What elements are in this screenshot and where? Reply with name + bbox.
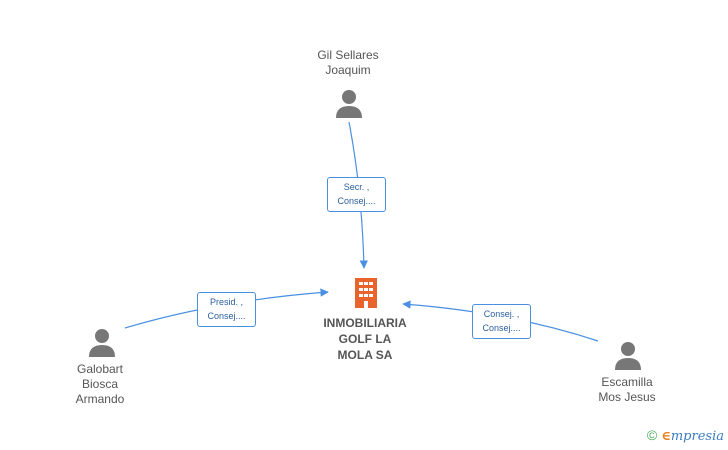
person-name-line: Armando [75, 392, 125, 406]
person-name-gil[interactable]: Gil Sellares Joaquim [288, 48, 408, 78]
role-line: Presid. , [209, 297, 243, 307]
person-name-galobart[interactable]: Galobart Biosca Armando [40, 362, 160, 407]
person-name-escamilla[interactable]: Escamilla Mos Jesus [567, 375, 687, 405]
person-name-line: Galobart [76, 362, 124, 376]
company-name-line-1: INMOBILIARIA [323, 316, 407, 330]
role-line: Consej.... [337, 196, 376, 206]
copyright-icon: © [646, 427, 658, 443]
role-line: Consej.... [207, 311, 246, 321]
person-name-line: Escamilla [601, 375, 653, 389]
brand-e: ∈ [661, 429, 671, 444]
brand-rest: mpresia [670, 429, 724, 444]
company-name-line-2: GOLF LA [338, 332, 392, 346]
empresia-logo[interactable]: ©∈mpresia [647, 427, 724, 444]
company-name-line-3: MOLA SA [337, 348, 393, 362]
person-icon[interactable] [614, 340, 642, 370]
person-icon[interactable] [88, 327, 116, 357]
role-box-gil[interactable]: Secr. , Consej.... [327, 177, 386, 212]
role-line: Consej. , [483, 309, 520, 319]
person-icon[interactable] [335, 88, 363, 118]
role-line: Secr. , [343, 182, 370, 192]
person-name-line: Joaquim [325, 63, 371, 77]
role-box-escamilla[interactable]: Consej. , Consej.... [472, 304, 531, 339]
person-name-line: Biosca [81, 377, 119, 391]
person-name-line: Gil Sellares [317, 48, 379, 62]
role-box-galobart[interactable]: Presid. , Consej.... [197, 292, 256, 327]
role-line: Consej.... [482, 323, 521, 333]
company-name[interactable]: INMOBILIARIA GOLF LA MOLA SA [305, 315, 425, 363]
building-icon[interactable] [352, 276, 380, 308]
person-name-line: Mos Jesus [598, 390, 656, 404]
